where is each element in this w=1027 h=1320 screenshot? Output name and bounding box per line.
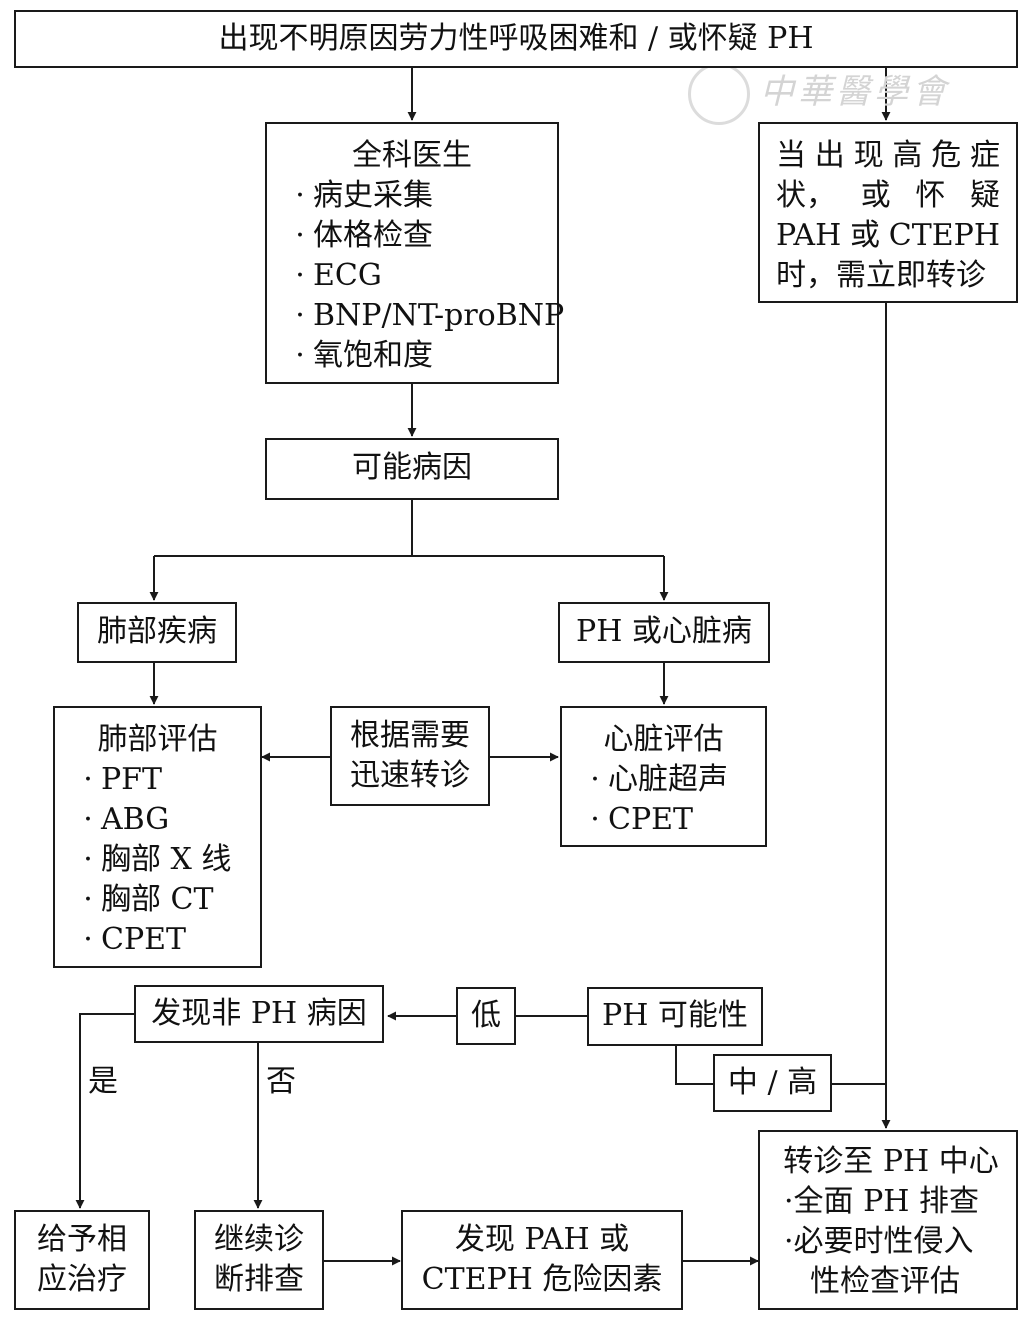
urgent-word: 怀	[915, 178, 946, 213]
quick-referral-line: 根据需要	[350, 718, 470, 753]
urgent-line: 当 出 现 高 危 症	[776, 136, 1000, 176]
ph-center-box: 转诊至 PH 中心 ·全面 PH 排查 ·必要时性侵入 性检查评估	[758, 1130, 1018, 1310]
mid-high-box: 中 / 高	[713, 1054, 832, 1112]
lung-eval-title: 肺部评估	[97, 722, 218, 757]
ph-probability-box: PH 可能性	[587, 987, 763, 1046]
risk-factor-line: 发现 PAH 或	[454, 1222, 630, 1257]
urgent-word: 状，	[776, 178, 836, 213]
gp-item: 病史采集	[287, 176, 557, 216]
lung-eval-item: 胸部 X 线	[75, 840, 260, 880]
lung-eval-item: 胸部 CT	[75, 880, 260, 920]
treatment-line: 给予相	[37, 1222, 127, 1257]
ph-center-line: ·必要时性侵入	[784, 1224, 974, 1259]
gp-item: ECG	[287, 256, 557, 296]
ph-probability-text: PH 可能性	[602, 998, 748, 1033]
treatment-box: 给予相 应治疗	[14, 1210, 150, 1310]
urgent-word: 或	[850, 218, 881, 253]
urgent-word: 现	[853, 138, 884, 173]
low-text: 低	[471, 998, 501, 1033]
urgent-word: 疑	[969, 178, 1000, 213]
urgent-word: 危	[931, 138, 962, 173]
low-box: 低	[456, 987, 516, 1045]
urgent-word: 出	[814, 138, 845, 173]
yes-label: 是	[88, 1064, 118, 1099]
urgent-line: 状， 或 怀 疑	[776, 176, 1000, 216]
gp-item: BNP/NT-proBNP	[287, 296, 564, 336]
gp-item: 体格检查	[287, 216, 557, 256]
heart-eval-title: 心脏评估	[603, 722, 724, 757]
urgent-word: 时，需立即转诊	[776, 258, 986, 293]
watermark: 中華醫學會	[688, 62, 978, 125]
lung-eval-item: ABG	[75, 800, 260, 840]
urgent-line: 时，需立即转诊	[776, 256, 1000, 296]
heart-disease-text: PH 或心脏病	[576, 614, 752, 649]
lung-eval-box: 肺部评估 PFT ABG 胸部 X 线 胸部 CT CPET	[53, 706, 262, 968]
mid-high-text: 中 / 高	[727, 1065, 818, 1100]
heart-eval-item: CPET	[582, 800, 765, 840]
quick-referral-line: 迅速转诊	[350, 758, 470, 793]
heart-disease-box: PH 或心脏病	[558, 602, 770, 663]
heart-eval-box: 心脏评估 心脏超声 CPET	[560, 706, 767, 847]
causes-box: 可能病因	[265, 438, 559, 500]
watermark-text: 中華醫學會	[760, 72, 950, 112]
urgent-word: 或	[860, 178, 891, 213]
urgent-word: PAH	[776, 218, 842, 253]
risk-factor-line: CTEPH 危险因素	[421, 1262, 663, 1297]
heart-eval-item: 心脏超声	[582, 760, 765, 800]
arrow-yes-to-treat	[75, 1013, 134, 1209]
split-causes	[154, 500, 664, 557]
gp-box: 全科医生 病史采集 体格检查 ECG BNP/NT-proBNP 氧饱和度	[265, 122, 564, 384]
urgent-word: 高	[892, 138, 923, 173]
line-prob-to-midhigh	[675, 1046, 714, 1085]
urgent-word: CTEPH	[888, 218, 1000, 253]
gp-item: 氧饱和度	[287, 336, 557, 376]
top-box: 出现不明原因劳力性呼吸困难和 / 或怀疑 PH	[14, 10, 1018, 68]
urgent-word: 当	[776, 138, 806, 173]
seal-icon	[688, 63, 750, 125]
gp-title: 全科医生	[352, 138, 472, 173]
urgent-box: 当 出 现 高 危 症 状， 或 怀 疑 PAH 或 CTEPH 时，需立即转诊	[758, 122, 1018, 303]
ph-center-line: 性检查评估	[810, 1264, 960, 1299]
urgent-line: PAH 或 CTEPH	[776, 216, 1000, 256]
ph-center-line: ·全面 PH 排查	[784, 1184, 979, 1219]
lung-eval-item: CPET	[75, 920, 260, 960]
ph-center-title: 转诊至 PH 中心	[783, 1144, 999, 1179]
quick-referral-box: 根据需要 迅速转诊	[330, 706, 490, 806]
no-label: 否	[266, 1064, 296, 1099]
risk-factor-box: 发现 PAH 或 CTEPH 危险因素	[401, 1210, 683, 1310]
continue-diagnosis-line: 继续诊	[214, 1222, 304, 1257]
non-ph-cause-box: 发现非 PH 病因	[134, 985, 384, 1043]
lung-disease-text: 肺部疾病	[97, 614, 217, 649]
urgent-word: 症	[969, 138, 1000, 173]
non-ph-cause-text: 发现非 PH 病因	[151, 996, 367, 1031]
lung-disease-box: 肺部疾病	[77, 602, 237, 663]
continue-diagnosis-box: 继续诊 断排查	[194, 1210, 324, 1310]
continue-diagnosis-line: 断排查	[214, 1262, 304, 1297]
treatment-line: 应治疗	[37, 1262, 127, 1297]
causes-text: 可能病因	[352, 450, 472, 485]
top-text: 出现不明原因劳力性呼吸困难和 / 或怀疑 PH	[218, 21, 814, 56]
lung-eval-item: PFT	[75, 760, 260, 800]
